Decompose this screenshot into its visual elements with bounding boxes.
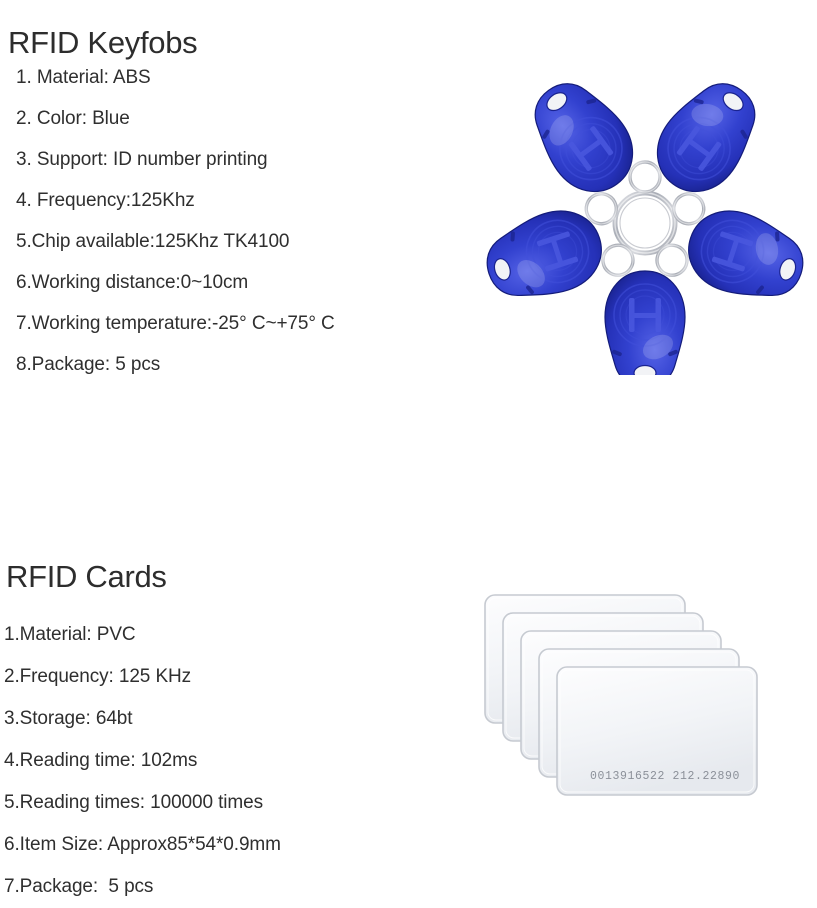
spec-item: 5.Chip available:125Khz TK4100 (16, 231, 290, 252)
card-serial-number: 0013916522 212.22890 (590, 770, 740, 783)
keyfob-items (485, 75, 805, 375)
cards-section-title: RFID Cards (6, 558, 167, 594)
spec-item: 1.Material: PVC (4, 624, 136, 645)
spec-item: 7.Working temperature:-25° C~+75° C (16, 313, 335, 334)
spec-item: 4. Frequency:125Khz (16, 190, 195, 211)
keyfobs-spec-list: 1. Material: ABS 2. Color: Blue 3. Suppo… (16, 57, 335, 385)
rfid-cards-photo: 0013916522 212.22890 (465, 575, 785, 865)
card-stack: 0013916522 212.22890 (484, 594, 758, 796)
keyfobs-section-title: RFID Keyfobs (8, 24, 198, 60)
spec-item: 1. Material: ABS (16, 67, 151, 88)
spec-item: 6.Item Size: Approx85*54*0.9mm (4, 834, 281, 855)
spec-item: 2.Frequency: 125 KHz (4, 666, 192, 687)
spec-item: 8.Package: 5 pcs (16, 354, 161, 375)
central-key-ring (612, 190, 678, 256)
rfid-keyfobs-photo (485, 75, 805, 375)
spec-item: 3.Storage: 64bt (4, 708, 133, 729)
spec-item: 5.Reading times: 100000 times (4, 792, 264, 813)
cards-spec-list: 1.Material: PVC 2.Frequency: 125 KHz 3.S… (4, 614, 281, 908)
spec-item: 7.Package: 5 pcs (4, 876, 154, 897)
spec-item: 2. Color: Blue (16, 108, 130, 129)
spec-item: 3. Support: ID number printing (16, 149, 268, 170)
card-item-front: 0013916522 212.22890 (556, 666, 758, 796)
spec-item: 4.Reading time: 102ms (4, 750, 198, 771)
spec-item: 6.Working distance:0~10cm (16, 272, 249, 293)
